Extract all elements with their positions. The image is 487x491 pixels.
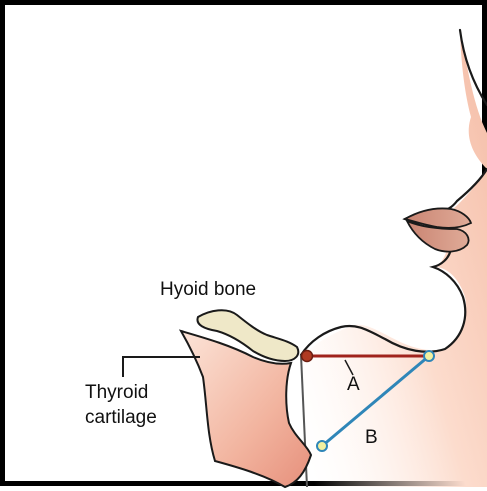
point-thyroid-landmark <box>317 441 327 451</box>
thyroid-label-line1: Thyroid <box>85 382 148 403</box>
face-skin <box>302 30 487 487</box>
segment-b-label: B <box>365 427 378 448</box>
face-profile-outline <box>301 30 487 355</box>
point-hyoid-landmark <box>302 351 313 362</box>
thyroid-label-line2: cartilage <box>85 407 157 428</box>
neck-anatomy-diagram: Hyoid bone Thyroid cartilage A B <box>5 5 487 491</box>
point-chin-landmark <box>424 351 434 361</box>
segment-a-label: A <box>347 374 360 395</box>
thyroid-leader-line <box>123 357 200 377</box>
hyoid-bone-label: Hyoid bone <box>160 279 256 300</box>
